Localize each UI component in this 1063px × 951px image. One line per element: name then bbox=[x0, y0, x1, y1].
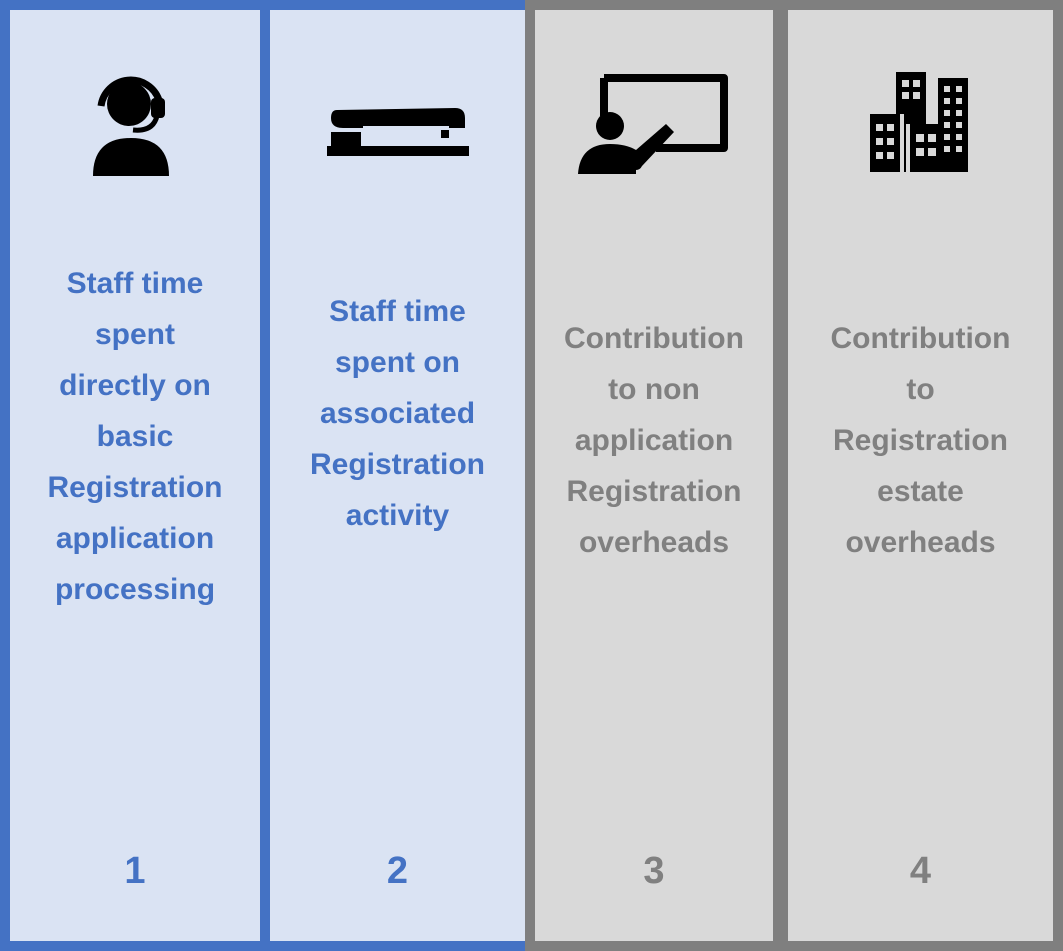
panel-number: 2 bbox=[386, 850, 409, 892]
panel-label: Contribution to Registration estate over… bbox=[830, 322, 1011, 559]
panel-number: 3 bbox=[643, 850, 665, 892]
panel-label: Staff time spent directly on basic Regis… bbox=[47, 267, 223, 606]
stapler-icon bbox=[326, 108, 469, 156]
office-buildings-icon bbox=[869, 72, 968, 172]
panel-label: Staff time spent on associated Registrat… bbox=[309, 295, 486, 532]
panel-3: Contribution to non application Registra… bbox=[525, 0, 783, 951]
call-center-agent-icon bbox=[93, 76, 169, 176]
panel-2: Staff time spent on associated Registrat… bbox=[260, 0, 535, 951]
panel-4: Contribution to Registration estate over… bbox=[778, 0, 1063, 951]
panel-1: Staff time spent directly on basic Regis… bbox=[0, 0, 270, 951]
panel-label: Contribution to non application Registra… bbox=[564, 322, 744, 559]
panel-number: 1 bbox=[124, 850, 146, 892]
panel-number: 4 bbox=[909, 850, 932, 892]
presenter-board-icon bbox=[578, 74, 728, 174]
